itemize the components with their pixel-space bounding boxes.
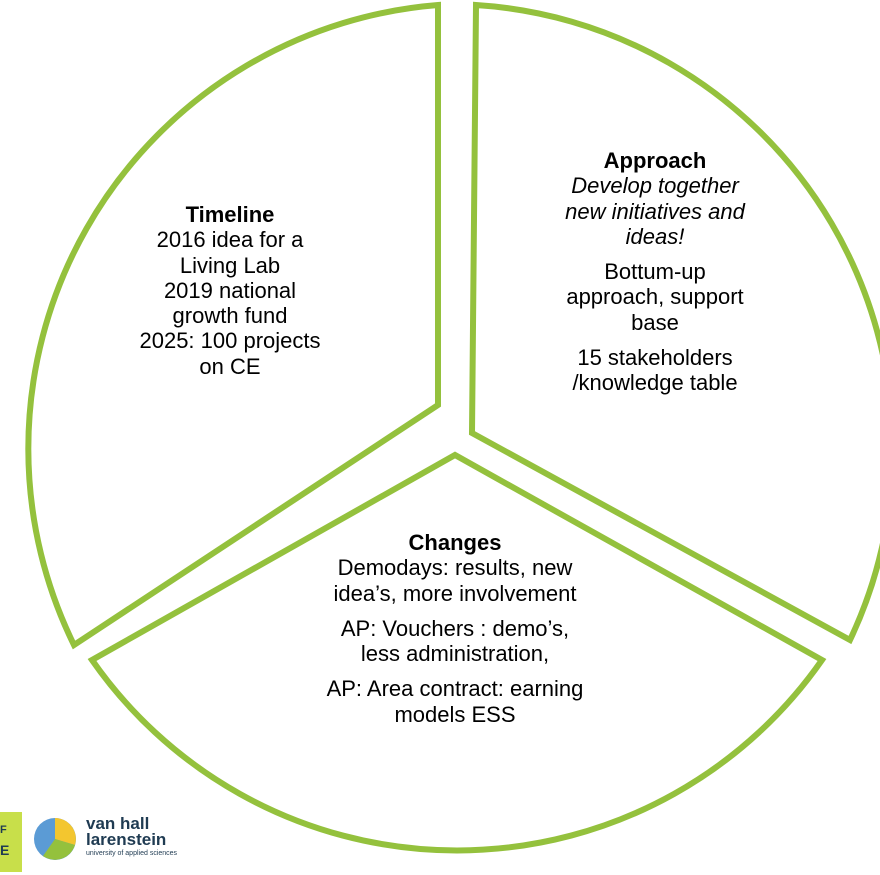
- timeline-text: Timeline 2016 idea for a Living Lab 2019…: [130, 202, 330, 379]
- approach-tagline: Develop together: [571, 173, 739, 199]
- approach-segment: [468, 1, 880, 645]
- logo-line-1: van hall: [86, 814, 150, 833]
- partner-logo-letter: F: [0, 824, 7, 836]
- changes-paragraph: AP: Vouchers : demo’s, less administrati…: [265, 616, 645, 667]
- changes-line: less administration,: [360, 641, 550, 667]
- timeline-line: Living Lab: [179, 252, 281, 278]
- timeline-line: 2025: 100 projects: [139, 328, 321, 354]
- approach-line: Bottum-up: [604, 259, 706, 285]
- partner-logo-letter: E: [0, 842, 10, 858]
- timeline-line: 2016 idea for a: [156, 227, 304, 253]
- approach-tagline: new initiatives and: [565, 198, 745, 224]
- changes-segment: [87, 451, 827, 854]
- emblem-icon: [34, 818, 76, 860]
- approach-title: Approach: [603, 148, 707, 173]
- partner-logo-fragment: [0, 812, 22, 872]
- timeline-segment: [25, 1, 441, 650]
- timeline-line: on CE: [199, 353, 261, 379]
- changes-text: Changes Demodays: results, new idea’s, m…: [265, 530, 645, 727]
- van-hall-larenstein-logo: F E van hall larenstein university of ap…: [0, 812, 240, 872]
- changes-paragraph: AP: Area contract: earning models ESS: [265, 676, 645, 727]
- approach-text: Approach Develop together new initiative…: [520, 148, 790, 396]
- approach-line: base: [631, 309, 679, 335]
- approach-line: 15 stakeholders: [577, 345, 733, 371]
- changes-line: idea’s, more involvement: [333, 580, 577, 606]
- timeline-line: growth fund: [172, 303, 288, 329]
- approach-line: /knowledge table: [572, 370, 738, 396]
- timeline-line: 2019 national: [163, 277, 297, 303]
- changes-title: Changes: [408, 530, 502, 555]
- approach-line: approach, support: [566, 284, 744, 310]
- logo-line-2: larenstein: [86, 830, 167, 849]
- logo-line-3: university of applied sciences: [86, 850, 178, 857]
- changes-line: Demodays: results, new: [337, 555, 573, 581]
- approach-paragraph: 15 stakeholders /knowledge table: [520, 345, 790, 396]
- timeline-title: Timeline: [185, 202, 275, 227]
- changes-line: AP: Vouchers : demo’s,: [340, 615, 570, 641]
- changes-line: AP: Area contract: earning: [326, 676, 584, 702]
- approach-paragraph: Bottum-up approach, support base: [520, 259, 790, 335]
- approach-tagline: ideas!: [625, 223, 685, 249]
- changes-line: models ESS: [394, 701, 516, 727]
